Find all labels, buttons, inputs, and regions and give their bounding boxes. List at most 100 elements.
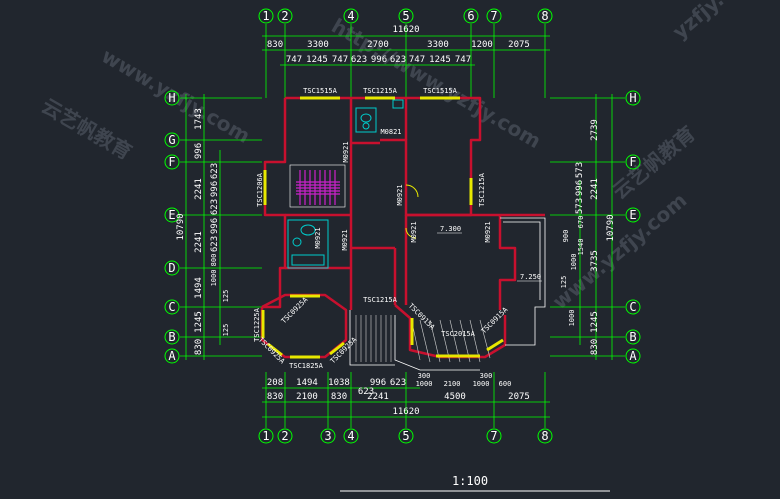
bathtub-icon xyxy=(287,219,329,269)
axis-label: 4 xyxy=(347,429,354,443)
axis-letters-left: H G F E D C B A xyxy=(168,91,176,363)
window-label: TSC2015A xyxy=(441,330,476,338)
dimension-text: 623 xyxy=(358,387,374,397)
dimension-text: 1000 xyxy=(473,380,490,388)
window-label: TSC1515A xyxy=(303,87,338,95)
dimension-text: 2700 xyxy=(367,40,389,50)
dimension-text: 1245 xyxy=(194,311,204,333)
axis-label: 7 xyxy=(490,9,497,23)
dimension-text: 1038 xyxy=(328,378,350,388)
axis-bubbles-left xyxy=(164,90,180,364)
axis-label: 4 xyxy=(347,9,354,23)
dimension-text: 4500 xyxy=(444,392,466,402)
dimension-text: 3735 xyxy=(590,250,600,272)
elevation-label: 7.300 xyxy=(440,225,461,233)
windows xyxy=(261,96,504,359)
dimension-text: 300 xyxy=(418,372,431,380)
window-label: TSC1206A xyxy=(256,172,264,207)
dimension-text: 3300 xyxy=(427,40,449,50)
dimension-text: 996 xyxy=(210,181,220,197)
dimension-text: 2100 xyxy=(296,392,318,402)
dimension-text: 996 xyxy=(210,218,220,234)
dimension-text: 2241 xyxy=(590,178,600,200)
door-label: M0921 xyxy=(342,141,350,162)
dimension-text: 830 xyxy=(267,40,283,50)
dimension-text: 800 xyxy=(210,254,218,267)
window-label: TSC1215A xyxy=(478,172,486,207)
dimension-text: 747 xyxy=(332,55,348,65)
watermark: yzfjy.com xyxy=(668,0,764,44)
dimension-text: 11620 xyxy=(392,25,419,35)
dimensions-left: 10790 1743 996 2241 2241 1494 1245 830 6… xyxy=(176,108,230,355)
dimension-text: 3300 xyxy=(307,40,329,50)
dimension-text: 747 xyxy=(409,55,425,65)
toilet-icon xyxy=(355,99,404,133)
dimension-text: 996 xyxy=(194,143,204,159)
dimension-text: 1000 xyxy=(416,380,433,388)
elevation-marks: 7.300 7.250 xyxy=(437,225,542,282)
dimension-text: 2100 xyxy=(444,380,461,388)
dimension-text: 125 xyxy=(560,276,568,289)
axis-numbers-bottom: 1 2 3 4 5 7 8 xyxy=(262,429,548,443)
dimension-text: 1000 xyxy=(210,270,218,287)
window-label: TSC1825A xyxy=(289,362,324,370)
door-label: M0921 xyxy=(396,184,404,205)
axis-label: 2 xyxy=(281,429,288,443)
door-labels: M0821 M0921 M0921 M0921 M0921 M0921 M092… xyxy=(314,128,492,251)
dimension-text: 1245 xyxy=(590,311,600,333)
dimension-text: 623 xyxy=(390,378,406,388)
axis-bubbles-bottom xyxy=(258,428,553,444)
scale-label: 1:100 xyxy=(340,474,610,492)
dimension-text: 670 xyxy=(577,216,585,229)
axis-label: 3 xyxy=(324,429,331,443)
dimension-text: 623 xyxy=(210,199,220,215)
window-label: TSC1215A xyxy=(363,296,398,304)
dimension-text: 2739 xyxy=(590,119,600,141)
watermark-layer: www.yzfjy.com 云艺帆教育 yzfjy.com 云艺帆教育 http… xyxy=(38,0,765,314)
dimension-text: 996 xyxy=(371,55,387,65)
dimension-text: 573 xyxy=(575,198,585,214)
dimension-text: 623 xyxy=(210,236,220,252)
window-label: TSC0925A xyxy=(280,295,310,325)
axis-bubbles-top xyxy=(258,8,553,24)
axis-label: H xyxy=(168,91,175,105)
axis-label: C xyxy=(629,300,636,314)
axis-label: D xyxy=(168,261,175,275)
dimension-text: 2241 xyxy=(367,392,389,402)
dimension-text: 10790 xyxy=(606,214,616,241)
dimension-text: 11620 xyxy=(392,407,419,417)
dimension-text: 1494 xyxy=(296,378,318,388)
dimension-text: 2075 xyxy=(508,40,530,50)
dimension-text: 1743 xyxy=(194,108,204,130)
axis-label: A xyxy=(629,349,637,363)
dimension-text: 996 xyxy=(575,180,585,196)
watermark: www.yzfjy.com xyxy=(548,188,692,314)
dimension-text: 830 xyxy=(590,339,600,355)
dimension-text: 1200 xyxy=(471,40,493,50)
dimension-text: 1245 xyxy=(429,55,451,65)
door-label: M0921 xyxy=(341,229,349,250)
window-label: TSC1225A xyxy=(253,307,261,342)
door-label: M0821 xyxy=(380,128,401,136)
dimension-text: 900 xyxy=(562,230,570,243)
axis-label: G xyxy=(168,133,175,147)
axis-numbers-top: 1 2 4 5 6 7 8 xyxy=(262,9,548,23)
dimension-text: 573 xyxy=(575,162,585,178)
dimensions-top: 11620 830 3300 2700 3300 1200 2075 747 1… xyxy=(267,25,530,65)
axis-bubbles-right xyxy=(625,90,641,364)
axis-label: A xyxy=(168,349,176,363)
stair-icon xyxy=(289,164,346,208)
axis-label: B xyxy=(168,330,175,344)
axis-label: B xyxy=(629,330,636,344)
axis-label: 6 xyxy=(467,9,474,23)
dimension-text: 208 xyxy=(267,378,283,388)
watermark: 云艺帆教育 xyxy=(38,94,137,165)
dimension-text: 10790 xyxy=(176,213,186,240)
terrace xyxy=(349,217,546,371)
axis-grid xyxy=(180,24,625,428)
axis-label: H xyxy=(629,91,636,105)
dimension-text: 125 xyxy=(222,290,230,303)
elevation-label: 7.250 xyxy=(520,273,541,281)
door-label: M0921 xyxy=(314,227,322,248)
window-label: TSC0925A xyxy=(257,336,287,366)
